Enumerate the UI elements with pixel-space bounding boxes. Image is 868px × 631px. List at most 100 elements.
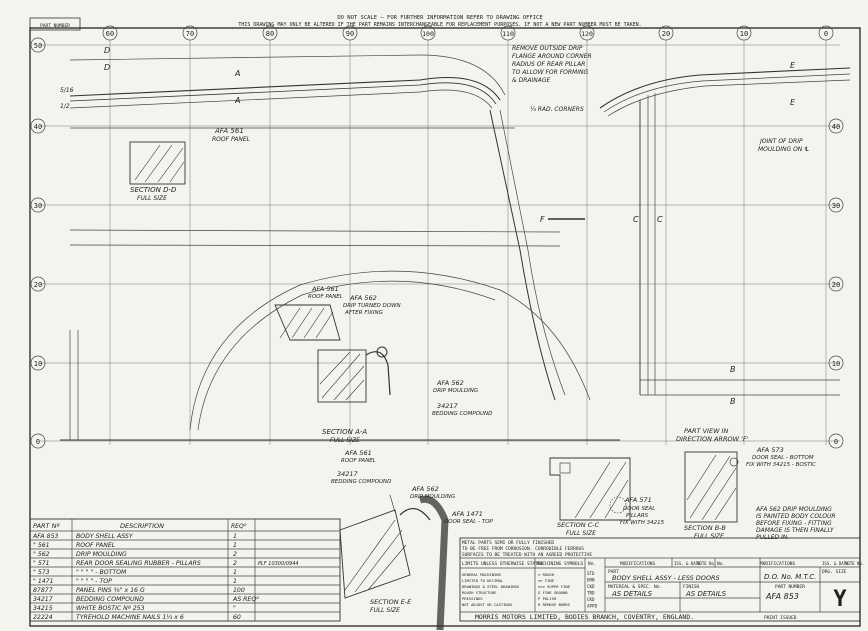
table-cell-qty: 1 [233,533,237,540]
table-cell-desc: ROOF PANEL [76,542,116,549]
horizontal-grid [40,44,840,442]
iss-date-left: ISS. & DATE [674,561,701,566]
label-afa562-low: AFA 562 [411,485,439,493]
svg-text:PRESSINGS: PRESSINGS [462,596,483,601]
grid-top-110: 110 [502,30,514,38]
section-ee-detail [339,494,449,631]
table-cell-desc: BODY SHELL ASSY [76,533,134,540]
header-line-2: THIS DRAWING MAY ONLY BE ALTERED IF THE … [238,22,641,28]
drg-size-label: DRG. SIZE [822,569,847,575]
mark-d-upper: D [104,46,110,55]
label-section-cc: SECTION C-C [557,521,600,529]
label-afa571: AFA 571 [624,496,652,504]
svg-text:▽▽▽ SUPER FINE: ▽▽▽ SUPER FINE [538,584,571,589]
label-bedding-low: 34217 [337,470,359,478]
table-cell-desc: TYREHOLD MACHINE NAILS 1¼ x 6 [76,614,184,621]
table-cell-part: 34215 [33,605,53,612]
table-cell-desc: " " " " - TOP [76,578,112,585]
grid-left-40: 40 [34,123,42,131]
table-cell-qty: 1 [233,569,237,576]
part-number-corner-label: PART NUMBER [40,23,70,29]
title-block: METAL PARTS SEMI OR FULLY FINISHED TO BE… [459,537,864,622]
svg-text:▽ ROUGH: ▽ ROUGH [538,572,555,577]
svg-text:PULLED IN.: PULLED IN. [756,534,789,541]
section-cc-detail [549,457,631,521]
machining-label: MACHINING SYMBOLS [537,561,583,567]
note-no-left: NOTE No. [697,561,716,566]
table-cell-note: PLF 10300/0944 [258,561,299,567]
mark-c-right: C [657,215,663,224]
grid-top-90: 90 [346,30,354,38]
svg-text:& DRAINAGE: & DRAINAGE [512,77,550,84]
svg-text:IS PAINTED BODY COLOUR: IS PAINTED BODY COLOUR [756,513,836,520]
table-cell-part: " 1471 [33,578,54,585]
svg-text:R REMOVE BURRS: R REMOVE BURRS [538,602,571,607]
iss-date-right: ISS. & DATE [822,561,849,566]
svg-text:▽▽ FINE: ▽▽ FINE [538,578,555,583]
grid-top-100: 100 [422,30,434,38]
label-section-aa-scale: FULL SIZE [330,437,360,444]
table-cell-qty: 2 [233,551,237,558]
table-cell-desc: WHITE BOSTIC Nº 253 [76,605,145,612]
grid-top-80: 80 [266,30,274,38]
drip-paint-note: AFA 562 DRIP MOULDING IS PAINTED BODY CO… [755,506,836,541]
grid-top-0: 0 [824,30,828,38]
section-aa-detail [274,304,391,403]
grid-left-10: 10 [34,360,42,368]
part-number-value: AFA 853 [765,592,799,601]
svg-text:LIMITED TO DECIMAL: LIMITED TO DECIMAL [462,578,504,583]
modifications-right: MODIFICATIONS [760,561,796,567]
dim-1-2: 1/2 [60,103,70,110]
table-cell-part: " 571 [33,560,50,567]
mark-a-bottom: A [234,96,240,105]
label-bedding-a: 34217 [437,402,459,410]
table-cell-qty: AS REQᴰ [232,596,259,603]
table-cell-qty: " [233,605,236,612]
label-section-bb: SECTION B-B [684,524,726,532]
table-cell-part: 22224 [33,614,53,621]
limits-and-symbols: GENERAL MACHINING LIMITED TO DECIMAL DRA… [462,572,571,607]
signature-row-label: TRD [587,591,595,596]
mark-c-left: C [633,215,639,224]
drawing-border [29,27,861,627]
grid-left-30: 30 [34,202,42,210]
grid-top-20: 20 [662,30,670,38]
part-label: PART [608,569,619,575]
label-drip-moulding-b: DRIP MOULDING [433,388,478,394]
label-section-dd-scale: FULL SIZE [137,195,167,202]
section-dd-detail [129,141,186,185]
table-cell-desc: DRIP MOULDING [76,551,127,558]
part-number-corner-box [29,17,81,31]
label-pillars: PILLARS [626,513,649,519]
mark-d-top: D [104,63,110,72]
grid-right-10: 10 [832,360,840,368]
label-bedding-compound-a: BEDDING COMPOUND [432,411,492,417]
signature-row-label: APPD [587,604,598,609]
company-name: MORRIS MOTORS LIMITED, BODIES BRANCH, CO… [475,613,694,621]
signature-row-label: DRN [587,578,595,583]
material-label: MATERIAL & SPEC. No. [608,584,662,590]
svg-text:GENERAL MACHINING: GENERAL MACHINING [462,572,502,577]
table-cell-qty: 1 [233,542,237,549]
print-issued: PRINT ISSUED [764,615,797,621]
label-section-ee-scale: FULL SIZE [370,607,400,614]
grid-top-10: 10 [740,30,748,38]
svg-text:ROUGH STRUCTURE: ROUGH STRUCTURE [462,590,497,595]
table-cell-part: " 561 [33,542,50,549]
left-grid-markers: 50 40 30 20 10 0 [30,37,46,449]
grid-left-20: 20 [34,281,42,289]
section-bb-detail [684,451,739,523]
roof-profile [60,54,620,441]
limits-label: LIMITS UNLESS OTHERWISE STATED [462,561,544,567]
label-after-fixing: AFTER FIXING [344,310,383,316]
vertical-grid [109,40,827,445]
grid-right-30: 30 [832,202,840,210]
finish-note-3: SURFACES TO BE TREATED WITH AN AGREED PR… [462,552,592,558]
table-cell-part: " 562 [33,551,50,558]
dim-5-16: 5/16 [60,87,74,94]
label-section-cc-scale: FULL SIZE [566,530,596,537]
table-cell-qty: 1 [233,578,237,585]
label-afa561-mid: AFA 561 [311,285,339,293]
